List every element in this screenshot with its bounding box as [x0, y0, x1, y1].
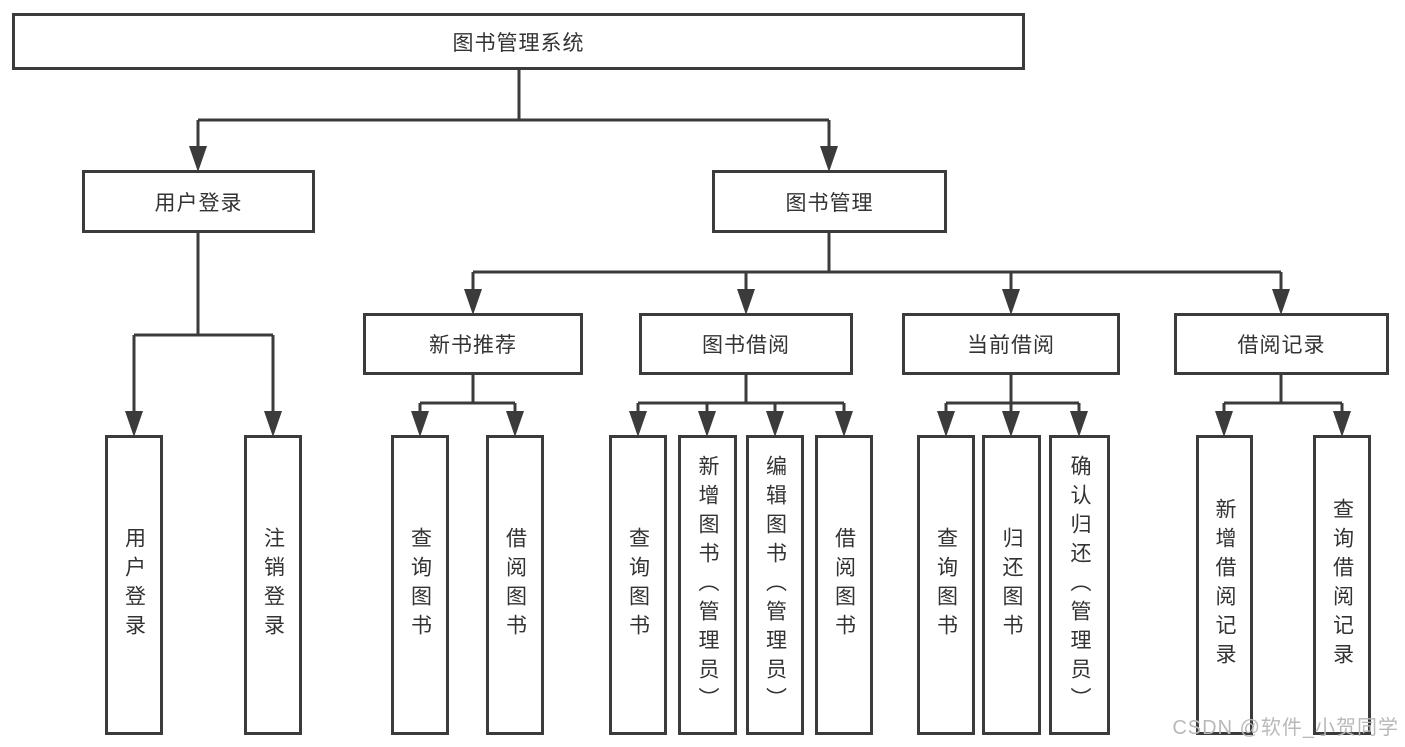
node-new-book-recommendation: 新书推荐 — [363, 313, 583, 375]
arrowhead — [820, 146, 838, 172]
arrowhead — [1070, 411, 1088, 437]
node-current-borrowing: 当前借阅 — [902, 313, 1120, 375]
arrowhead — [189, 146, 207, 172]
arrowhead — [1215, 411, 1233, 437]
leaf-add-books-admin: 新增图书（管理员） — [678, 435, 737, 735]
leaf-confirm-return-admin: 确认归还（管理员） — [1049, 435, 1110, 735]
csdn-watermark: CSDN @软件_小贺同学 — [1172, 717, 1399, 739]
arrowhead — [1333, 411, 1351, 437]
arrowheads — [125, 146, 1351, 437]
arrowhead — [464, 289, 482, 315]
arrowhead — [1002, 411, 1020, 437]
node-user-login: 用户登录 — [82, 170, 315, 233]
leaf-query-borrow-record: 查询借阅记录 — [1313, 435, 1371, 735]
arrowhead — [835, 411, 853, 437]
arrowhead — [698, 411, 716, 437]
arrowhead — [1272, 289, 1290, 315]
leaf-borrow-books: 借阅图书 — [815, 435, 873, 735]
arrowhead — [411, 411, 429, 437]
leaf-query-books-current: 查询图书 — [917, 435, 975, 735]
arrowhead — [506, 411, 524, 437]
leaf-borrow-books-recommend: 借阅图书 — [486, 435, 544, 735]
leaf-query-books-borrowing: 查询图书 — [609, 435, 667, 735]
leaf-return-books: 归还图书 — [982, 435, 1041, 735]
arrowhead — [1002, 289, 1020, 315]
arrowhead — [629, 411, 647, 437]
node-borrowing-records: 借阅记录 — [1174, 313, 1389, 375]
node-book-borrowing: 图书借阅 — [639, 313, 853, 375]
arrowhead — [125, 411, 143, 437]
arrowhead — [737, 289, 755, 315]
arrowhead — [937, 411, 955, 437]
leaf-query-books-recommend: 查询图书 — [391, 435, 449, 735]
connector-lines — [132, 70, 1344, 429]
arrowhead — [264, 411, 282, 437]
leaf-user-login: 用户登录 — [105, 435, 163, 735]
node-library-management-system: 图书管理系统 — [12, 13, 1025, 70]
node-book-management: 图书管理 — [712, 170, 947, 233]
leaf-edit-books-admin: 编辑图书（管理员） — [746, 435, 804, 735]
leaf-logout: 注销登录 — [244, 435, 302, 735]
leaf-add-borrow-record: 新增借阅记录 — [1196, 435, 1253, 735]
arrowhead — [766, 411, 784, 437]
